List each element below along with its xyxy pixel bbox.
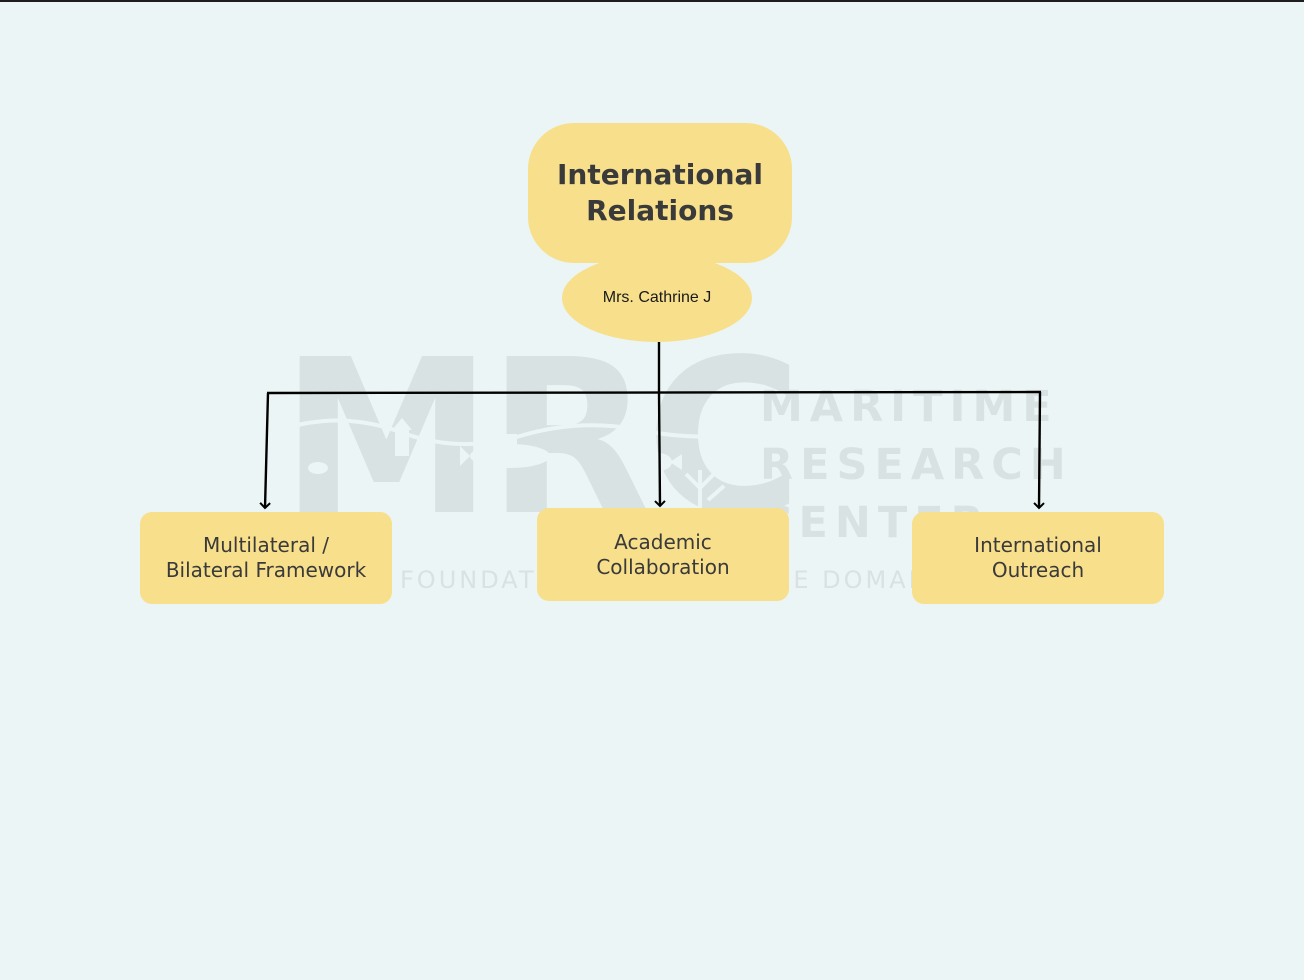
- department-head-node: Mrs. Cathrine J: [562, 254, 752, 342]
- connector-arrow-center: [654, 392, 666, 508]
- child-node-academic-collaboration: Academic Collaboration: [537, 508, 789, 601]
- connector-arrow-left: [259, 392, 271, 510]
- root-node-title: International Relations: [556, 158, 763, 227]
- child-node-label: International Outreach: [974, 533, 1102, 582]
- department-head-name: Mrs. Cathrine J: [602, 289, 712, 306]
- child-node-label: Academic Collaboration: [596, 529, 730, 579]
- watermark-name-line: MARITIME: [760, 382, 1059, 432]
- child-node-international-outreach: International Outreach: [912, 512, 1164, 604]
- connector-horizontal-bar: [266, 390, 1042, 395]
- watermark-name-line: RESEARCH: [760, 440, 1073, 490]
- top-border-line: [0, 0, 1304, 2]
- root-node-international-relations: International Relations: [528, 123, 792, 263]
- child-node-label: Multilateral / Bilateral Framework: [165, 533, 367, 582]
- child-node-multilateral-bilateral-framework: Multilateral / Bilateral Framework: [140, 512, 392, 604]
- connector-arrow-right: [1033, 391, 1045, 510]
